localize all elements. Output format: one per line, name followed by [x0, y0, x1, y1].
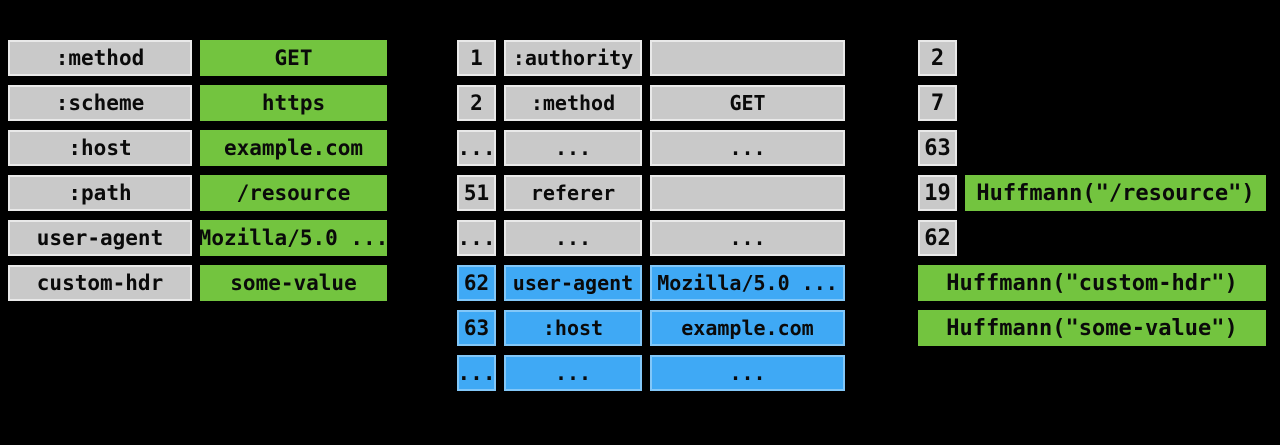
static-table-row: 51 referer: [455, 173, 847, 213]
encoded-index-cell: 2: [916, 38, 959, 78]
header-name-cell: :method: [6, 38, 194, 78]
encoded-row: 7: [916, 83, 1268, 123]
huffmann-literal-cell: Huffmann("custom-hdr"): [916, 263, 1268, 303]
header-list-row: :path /resource: [6, 173, 389, 213]
header-name-cell: custom-hdr: [6, 263, 194, 303]
encoded-index-cell: 7: [916, 83, 959, 123]
header-name-cell: :path: [6, 173, 194, 213]
encoded-index-cell: 63: [916, 128, 959, 168]
huffmann-literal-cell: Huffmann("some-value"): [916, 308, 1268, 348]
value-cell: example.com: [648, 308, 847, 348]
header-name-cell: :scheme: [6, 83, 194, 123]
dynamic-table-row: ... ... ...: [455, 353, 847, 393]
index-cell: 2: [455, 83, 498, 123]
index-cell: ...: [455, 218, 498, 258]
static-table-row: 1 :authority: [455, 38, 847, 78]
header-value-cell: example.com: [198, 128, 389, 168]
header-list-row: user-agent Mozilla/5.0 ...: [6, 218, 389, 258]
value-cell: [648, 38, 847, 78]
encoded-row: 63: [916, 128, 1268, 168]
index-table: 1 :authority 2 :method GET ... ... ... 5…: [455, 38, 847, 398]
header-list-row: custom-hdr some-value: [6, 263, 389, 303]
name-cell: ...: [502, 218, 644, 258]
index-cell: 62: [455, 263, 498, 303]
value-cell: ...: [648, 353, 847, 393]
encoded-row: Huffmann("some-value"): [916, 308, 1268, 348]
index-cell: ...: [455, 128, 498, 168]
header-value-cell: Mozilla/5.0 ...: [198, 218, 389, 258]
encoded-row: 19 Huffmann("/resource"): [916, 173, 1268, 213]
value-cell: [648, 173, 847, 213]
header-list-row: :method GET: [6, 38, 389, 78]
header-name-cell: :host: [6, 128, 194, 168]
dynamic-table-row: 63 :host example.com: [455, 308, 847, 348]
encoded-output: 2 7 63 19 Huffmann("/resource") 62 Huffm…: [916, 38, 1268, 353]
encoded-row: Huffmann("custom-hdr"): [916, 263, 1268, 303]
index-cell: ...: [455, 353, 498, 393]
name-cell: :authority: [502, 38, 644, 78]
index-cell: 63: [455, 308, 498, 348]
header-list-row: :host example.com: [6, 128, 389, 168]
header-list-table: :method GET :scheme https :host example.…: [6, 38, 389, 308]
name-cell: user-agent: [502, 263, 644, 303]
value-cell: Mozilla/5.0 ...: [648, 263, 847, 303]
header-value-cell: /resource: [198, 173, 389, 213]
name-cell: ...: [502, 353, 644, 393]
dynamic-table-row: 62 user-agent Mozilla/5.0 ...: [455, 263, 847, 303]
header-value-cell: GET: [198, 38, 389, 78]
header-list-row: :scheme https: [6, 83, 389, 123]
name-cell: ...: [502, 128, 644, 168]
index-cell: 51: [455, 173, 498, 213]
static-table-row: ... ... ...: [455, 128, 847, 168]
encoded-row: 2: [916, 38, 1268, 78]
header-name-cell: user-agent: [6, 218, 194, 258]
value-cell: GET: [648, 83, 847, 123]
static-table-row: ... ... ...: [455, 218, 847, 258]
name-cell: :method: [502, 83, 644, 123]
static-table-row: 2 :method GET: [455, 83, 847, 123]
header-value-cell: https: [198, 83, 389, 123]
name-cell: referer: [502, 173, 644, 213]
encoded-row: 62: [916, 218, 1268, 258]
header-value-cell: some-value: [198, 263, 389, 303]
index-cell: 1: [455, 38, 498, 78]
value-cell: ...: [648, 128, 847, 168]
huffmann-literal-cell: Huffmann("/resource"): [963, 173, 1268, 213]
encoded-index-cell: 62: [916, 218, 959, 258]
name-cell: :host: [502, 308, 644, 348]
value-cell: ...: [648, 218, 847, 258]
encoded-index-cell: 19: [916, 173, 959, 213]
